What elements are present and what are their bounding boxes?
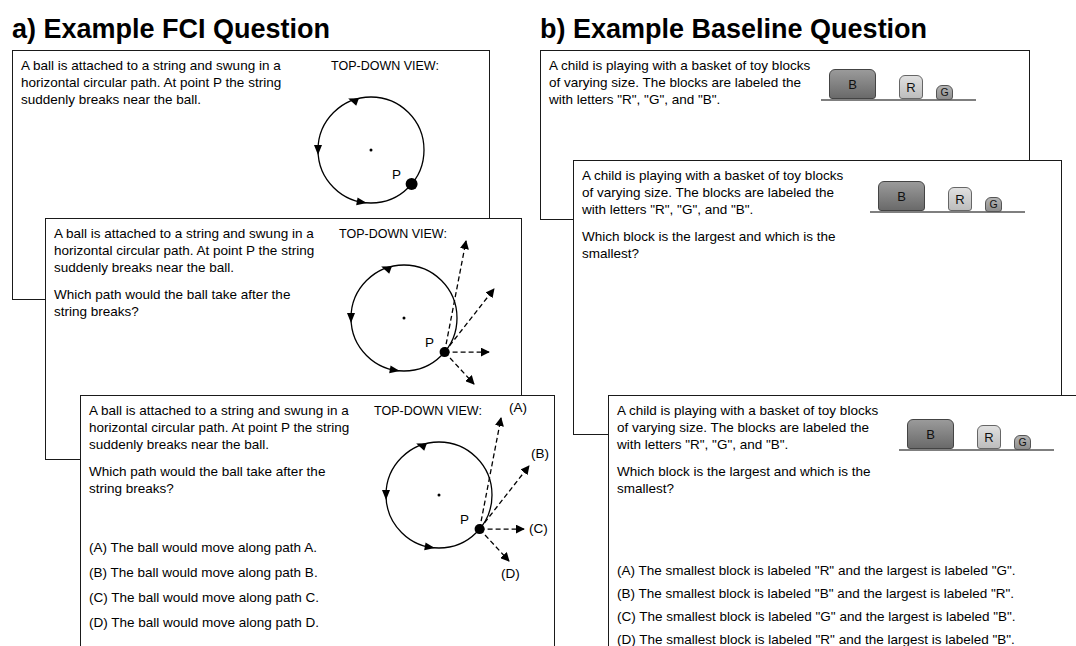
question-prompt: Which path would the ball take after the… [54, 286, 316, 320]
block-letter: B [897, 190, 906, 203]
question-card: A child is playing with a basket of toy … [608, 395, 1076, 646]
circular-path [386, 442, 492, 548]
question-card: A child is playing with a basket of toy … [573, 160, 1062, 435]
candidate-path [480, 529, 509, 561]
toy-block: G [1014, 435, 1031, 450]
question-prompt: Which path would the ball take after the… [89, 463, 351, 497]
toy-block: B [907, 419, 954, 449]
ground-line [899, 449, 1054, 450]
block-letter: B [848, 78, 857, 91]
direction-arrowhead [347, 95, 359, 106]
toy-block: R [899, 75, 923, 99]
question-prompt: Which block is the largest and which is … [617, 463, 897, 497]
block-letter: G [989, 199, 997, 210]
candidate-path [480, 466, 529, 529]
toy-block: R [977, 425, 1001, 449]
block-letter: G [940, 87, 948, 98]
question-stimulus: A child is playing with a basket of toy … [582, 167, 854, 218]
view-label: TOP-DOWN VIEW: [374, 404, 482, 418]
ground-line [821, 99, 976, 100]
direction-arrowhead [424, 542, 435, 552]
center-dot [403, 317, 406, 320]
question-stimulus: A child is playing with a basket of toy … [549, 57, 821, 108]
answer-option: (A) The ball would move along path A. [89, 539, 509, 556]
candidate-path [445, 289, 494, 352]
direction-arrowhead [382, 490, 390, 500]
answer-option: (D) The smallest block is labeled "R" an… [617, 631, 1067, 646]
question-stimulus: A ball is attached to a string and swung… [89, 402, 374, 453]
question-stimulus: A ball is attached to a string and swung… [54, 225, 339, 276]
block-letter: R [906, 81, 915, 94]
candidate-path [480, 528, 524, 529]
answer-option: (C) The smallest block is labeled "G" an… [617, 608, 1067, 625]
path-label: (D) [501, 566, 520, 582]
ball [440, 347, 450, 357]
answer-option: (D) The ball would move along path D. [89, 614, 509, 631]
point-label: P [425, 335, 434, 351]
block-letter: R [984, 431, 993, 444]
question-prompt: Which block is the largest and which is … [582, 228, 862, 262]
direction-arrowhead [314, 145, 322, 155]
center-dot [370, 149, 373, 152]
point-label: P [392, 167, 401, 183]
candidate-path [445, 351, 489, 352]
answer-option: (C) The ball would move along path C. [89, 589, 509, 606]
answer-option: (A) The smallest block is labeled "R" an… [617, 562, 1067, 579]
question-card: A ball is attached to a string and swung… [80, 395, 555, 646]
ball [475, 524, 485, 534]
view-label: TOP-DOWN VIEW: [331, 59, 439, 73]
circular-path [318, 97, 424, 203]
center-dot [438, 494, 441, 497]
path-label: (B) [531, 446, 549, 462]
panel-title: a) Example FCI Question [12, 14, 330, 45]
circular-path [351, 265, 457, 371]
toy-block: B [829, 69, 876, 99]
block-letter: R [955, 193, 964, 206]
direction-arrowhead [415, 440, 427, 451]
question-stimulus: A child is playing with a basket of toy … [617, 402, 889, 453]
ball [406, 178, 418, 190]
toy-block: G [936, 85, 953, 100]
path-label: (A) [509, 400, 527, 416]
candidate-path [480, 418, 501, 529]
candidate-path [445, 241, 466, 352]
direction-arrowhead [356, 197, 367, 207]
direction-arrowhead [389, 365, 400, 375]
question-stimulus: A ball is attached to a string and swung… [21, 57, 306, 108]
block-letter: G [1018, 437, 1026, 448]
path-label: (C) [529, 521, 548, 537]
answer-option: (B) The ball would move along path B. [89, 564, 509, 581]
answer-option: (B) The smallest block is labeled "B" an… [617, 585, 1067, 602]
toy-block: B [878, 181, 925, 211]
ground-line [870, 211, 1025, 212]
direction-arrowhead [380, 263, 392, 274]
point-label: P [460, 512, 469, 528]
view-label: TOP-DOWN VIEW: [339, 227, 447, 241]
direction-arrowhead [347, 313, 355, 323]
toy-block: R [948, 187, 972, 211]
candidate-path [445, 352, 474, 384]
block-letter: B [926, 428, 935, 441]
toy-block: G [985, 197, 1002, 212]
panel-title: b) Example Baseline Question [540, 14, 927, 45]
